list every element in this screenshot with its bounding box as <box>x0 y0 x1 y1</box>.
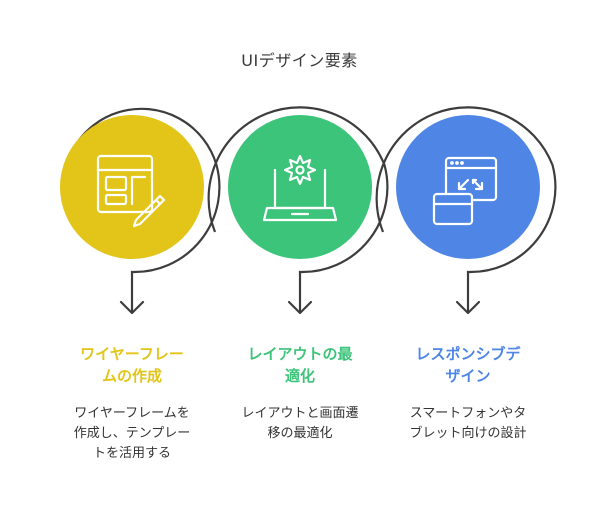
arc-step-3 <box>375 106 557 312</box>
step-2-desc-line-1: レイアウトと画面遷 <box>241 406 359 421</box>
step-1-heading-line-1: ワイヤーフレー <box>80 345 184 363</box>
arc-step-2 <box>207 106 389 312</box>
step-2-heading-line-1: レイアウトの最 <box>247 345 353 363</box>
laptop-gear-icon <box>262 154 338 222</box>
step-1-desc-line-1: ワイヤーフレームを <box>74 406 190 421</box>
step-1-heading-line-2: ムの作成 <box>101 367 162 385</box>
step-3-desc-line-1: スマートフォンやタ <box>409 406 527 421</box>
responsive-window-icon <box>432 156 498 226</box>
step-circle-3 <box>396 115 540 259</box>
step-3-heading-line-2: ザイン <box>445 367 491 385</box>
step-3-heading: レスポンシブデ ザイン <box>393 343 543 387</box>
down-arrows <box>119 300 481 315</box>
step-3-description: スマートフォンやタ ブレット向けの設計 <box>398 404 538 444</box>
step-1-desc-line-3: トを活用する <box>92 446 171 461</box>
step-2-heading: レイアウトの最 適化 <box>225 343 375 387</box>
step-1-heading: ワイヤーフレー ムの作成 <box>57 343 207 387</box>
step-3-desc-line-2: ブレット向けの設計 <box>409 426 527 441</box>
step-2-description: レイアウトと画面遷 移の最適化 <box>230 404 370 444</box>
step-1-description: ワイヤーフレームを 作成し、テンプレー トを活用する <box>62 404 202 464</box>
step-3-heading-line-1: レスポンシブデ <box>415 345 521 363</box>
arrow-down-icon-2 <box>287 300 313 315</box>
wireframe-pencil-icon <box>96 154 166 228</box>
arrow-down-icon-1 <box>119 300 145 315</box>
step-2-heading-line-2: 適化 <box>284 367 315 385</box>
arrow-down-icon-3 <box>455 300 481 315</box>
step-circle-2 <box>228 115 372 259</box>
step-1-desc-line-2: 作成し、テンプレー <box>73 426 191 441</box>
diagram-title: UIデザイン要素 <box>241 51 358 70</box>
step-2-desc-line-2: 移の最適化 <box>267 426 333 441</box>
